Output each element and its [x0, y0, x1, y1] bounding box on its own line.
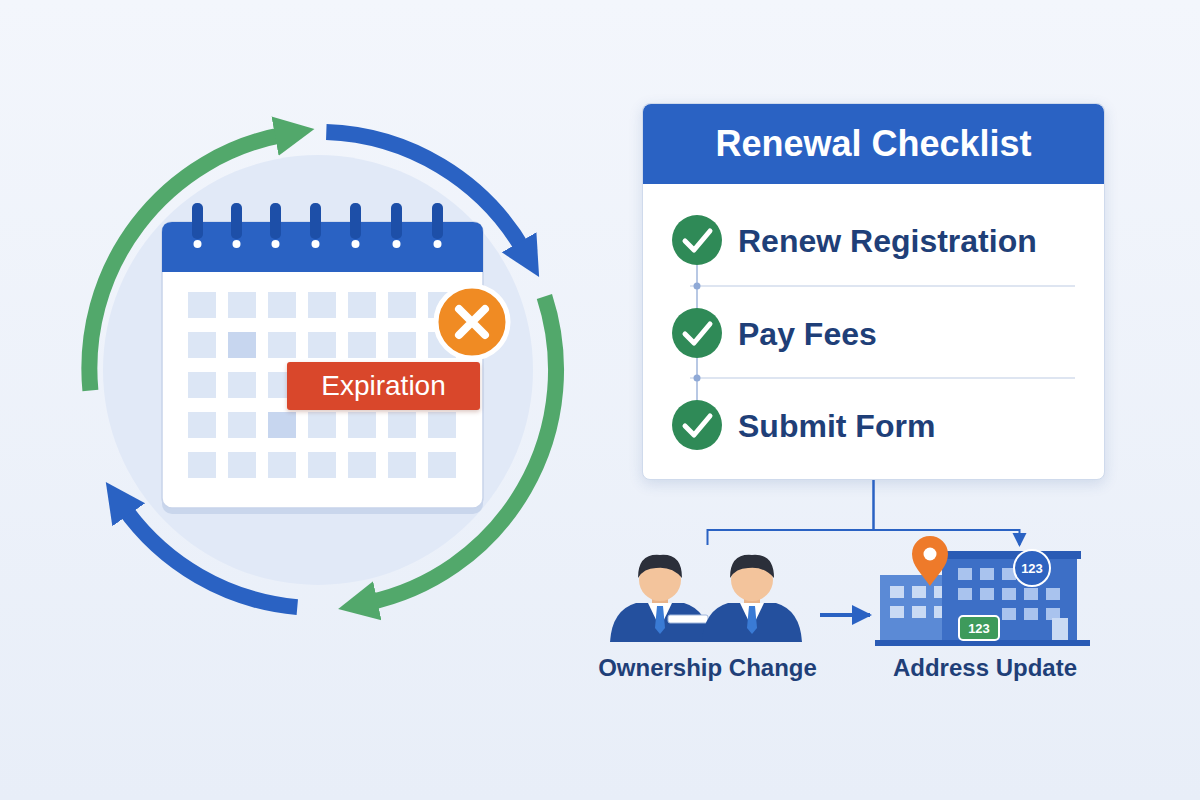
number-badge: 123	[1013, 549, 1051, 587]
group-label: Ownership Change	[595, 654, 820, 682]
node-text: Renew Registration	[738, 223, 1037, 260]
check-icon	[672, 215, 722, 450]
card-heading: Renewal Checklist	[643, 104, 1104, 184]
checklist-rule	[690, 262, 1075, 404]
calendar-icon	[162, 203, 483, 514]
node-text: Pay Fees	[738, 316, 877, 353]
group-label: Address Update	[870, 654, 1100, 682]
expiration-badge	[436, 286, 508, 358]
node-text: Submit Form	[738, 408, 935, 445]
cycle-arrow	[123, 507, 297, 608]
checklist-item: Renew Registration	[673, 213, 1088, 269]
connector-line	[874, 480, 1020, 545]
address-group: Address Update 123 123	[870, 545, 1100, 690]
number-badge: 123	[958, 615, 1000, 641]
node-text: 123	[968, 621, 990, 636]
building-illustration	[875, 536, 1090, 646]
checklist-item: Submit Form	[673, 398, 1088, 454]
node-text: Expiration	[321, 370, 446, 402]
checklist-card: Renewal ChecklistRenew RegistrationPay F…	[642, 103, 1105, 480]
node-text: 123	[1021, 561, 1043, 576]
connector-line	[820, 613, 870, 617]
expiration-tag: Expiration	[287, 362, 480, 410]
people-illustration	[610, 555, 802, 642]
checklist-item: Pay Fees	[673, 306, 1088, 362]
ownership-group: Ownership Change	[595, 545, 820, 690]
connector-line	[708, 480, 874, 545]
cycle-disc	[103, 155, 533, 585]
